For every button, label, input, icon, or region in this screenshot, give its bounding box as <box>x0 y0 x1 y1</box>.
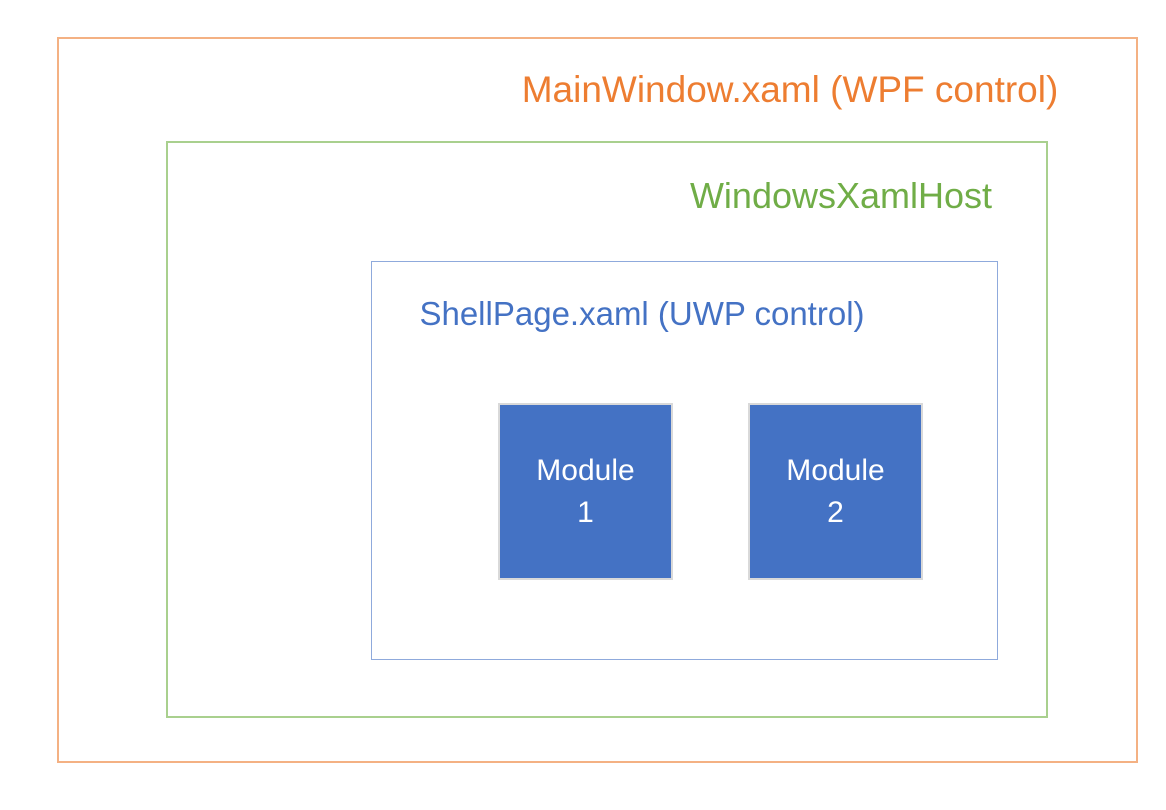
shellpage-uwp-label: ShellPage.xaml (UWP control) <box>419 295 865 332</box>
module-2-box: Module 2 <box>748 403 923 580</box>
module-2-label: Module 2 <box>786 453 885 529</box>
wpf-mainwindow-box: MainWindow.xaml (WPF control) WindowsXam… <box>57 37 1138 763</box>
shellpage-uwp-box: ShellPage.xaml (UWP control) Module 1 Mo… <box>371 261 998 660</box>
wpf-mainwindow-label: MainWindow.xaml (WPF control) <box>521 69 1059 110</box>
windows-xaml-host-box: WindowsXamlHost ShellPage.xaml (UWP cont… <box>166 141 1048 718</box>
module-1-label: Module 1 <box>536 453 635 529</box>
module-1-box: Module 1 <box>498 403 673 580</box>
windows-xaml-host-label: WindowsXamlHost <box>689 175 993 216</box>
